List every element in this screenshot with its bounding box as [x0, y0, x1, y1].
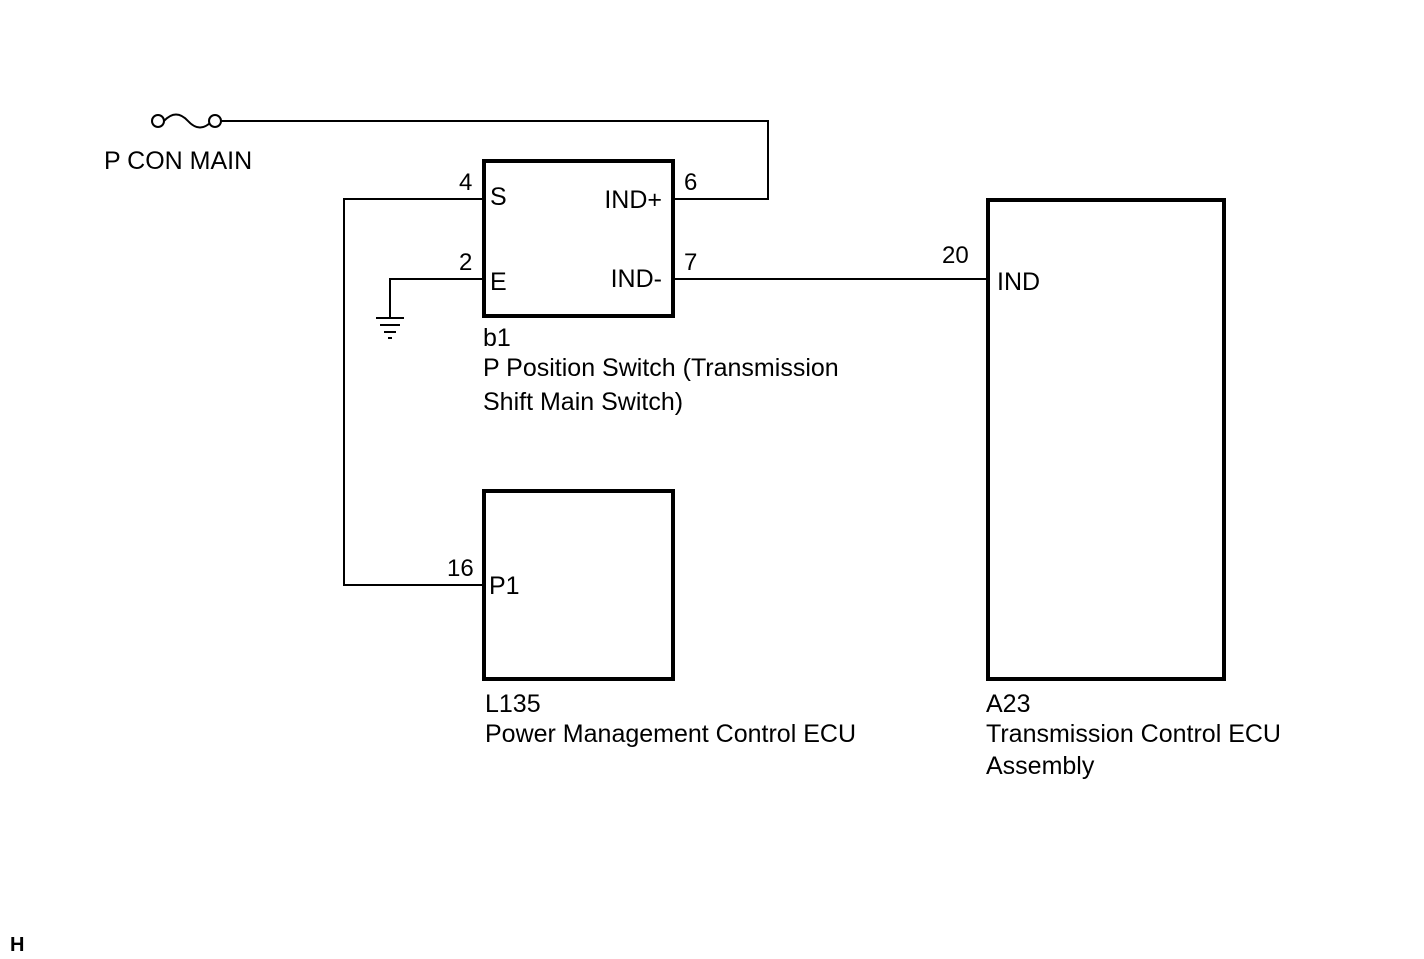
ground-icon: [376, 317, 404, 339]
power-management-ecu-code: L135: [485, 690, 541, 718]
p-position-switch-name-line2: Shift Main Switch): [483, 388, 683, 416]
pin-number-s: 4: [459, 169, 472, 196]
wire-fuse-to-ind-plus: [221, 120, 769, 200]
pin-number-ind-minus: 7: [684, 249, 697, 276]
fuse-symbol: [151, 113, 222, 129]
pin-name-s: S: [490, 183, 507, 211]
pin-number-ind-plus: 6: [684, 169, 697, 196]
corner-mark: H: [10, 934, 24, 956]
power-management-ecu-name-line1: Power Management Control ECU: [485, 720, 856, 748]
pin-name-ind-minus: IND-: [611, 265, 662, 293]
transmission-control-ecu-name-line2: Assembly: [986, 752, 1095, 780]
pin-number-ind: 20: [942, 242, 969, 269]
power-management-ecu-box: [482, 489, 675, 681]
pin-number-p1: 16: [447, 555, 474, 582]
p-position-switch-code: b1: [483, 324, 511, 352]
pin-number-e: 2: [459, 249, 472, 276]
wire-e-to-ground: [389, 278, 483, 318]
p-position-switch-name-line1: P Position Switch (Transmission: [483, 354, 839, 382]
transmission-control-ecu-box: [986, 198, 1226, 681]
fuse-label: P CON MAIN: [104, 147, 252, 175]
wire-s-to-p1: [343, 198, 483, 586]
p-position-switch-box: [482, 159, 675, 318]
transmission-control-ecu-code: A23: [986, 690, 1030, 718]
pin-name-ind: IND: [997, 268, 1040, 296]
transmission-control-ecu-name-line1: Transmission Control ECU: [986, 720, 1281, 748]
pin-name-p1: P1: [489, 572, 520, 600]
pin-name-ind-plus: IND+: [604, 186, 662, 214]
pin-name-e: E: [490, 268, 507, 296]
